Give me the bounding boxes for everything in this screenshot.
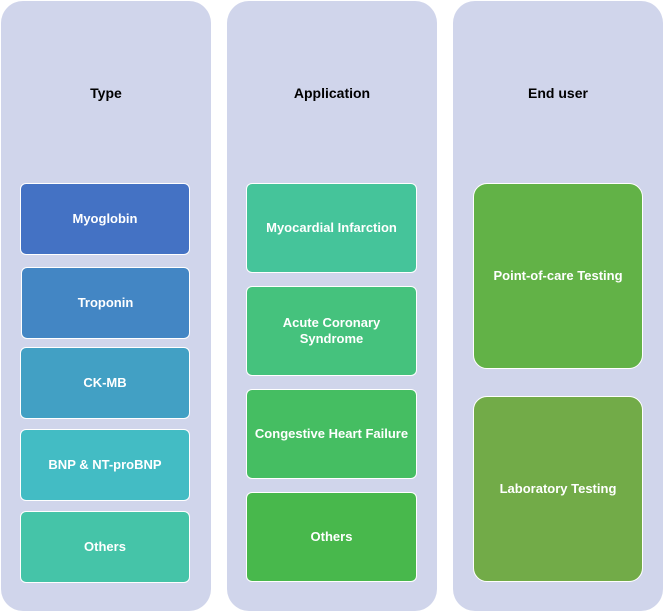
type-item-ck-mb: CK-MB [20, 347, 190, 419]
type-column-title: Type [90, 85, 122, 101]
end-user-item-point-of-care-testing: Point-of-care Testing [473, 183, 643, 369]
end-user-item-laboratory-testing: Laboratory Testing [473, 396, 643, 582]
application-item-congestive-heart-failure: Congestive Heart Failure [246, 389, 417, 479]
type-item-troponin: Troponin [21, 267, 190, 339]
application-item-acute-coronary-syndrome: Acute Coronary Syndrome [246, 286, 417, 376]
application-item-others: Others [246, 492, 417, 582]
end-user-column-title: End user [528, 85, 588, 101]
application-item-myocardial-infarction: Myocardial Infarction [246, 183, 417, 273]
application-column-title: Application [293, 85, 371, 101]
type-item-others: Others [20, 511, 190, 583]
type-item-bnp-nt-probnp: BNP & NT-proBNP [20, 429, 190, 501]
type-item-myoglobin: Myoglobin [20, 183, 190, 255]
